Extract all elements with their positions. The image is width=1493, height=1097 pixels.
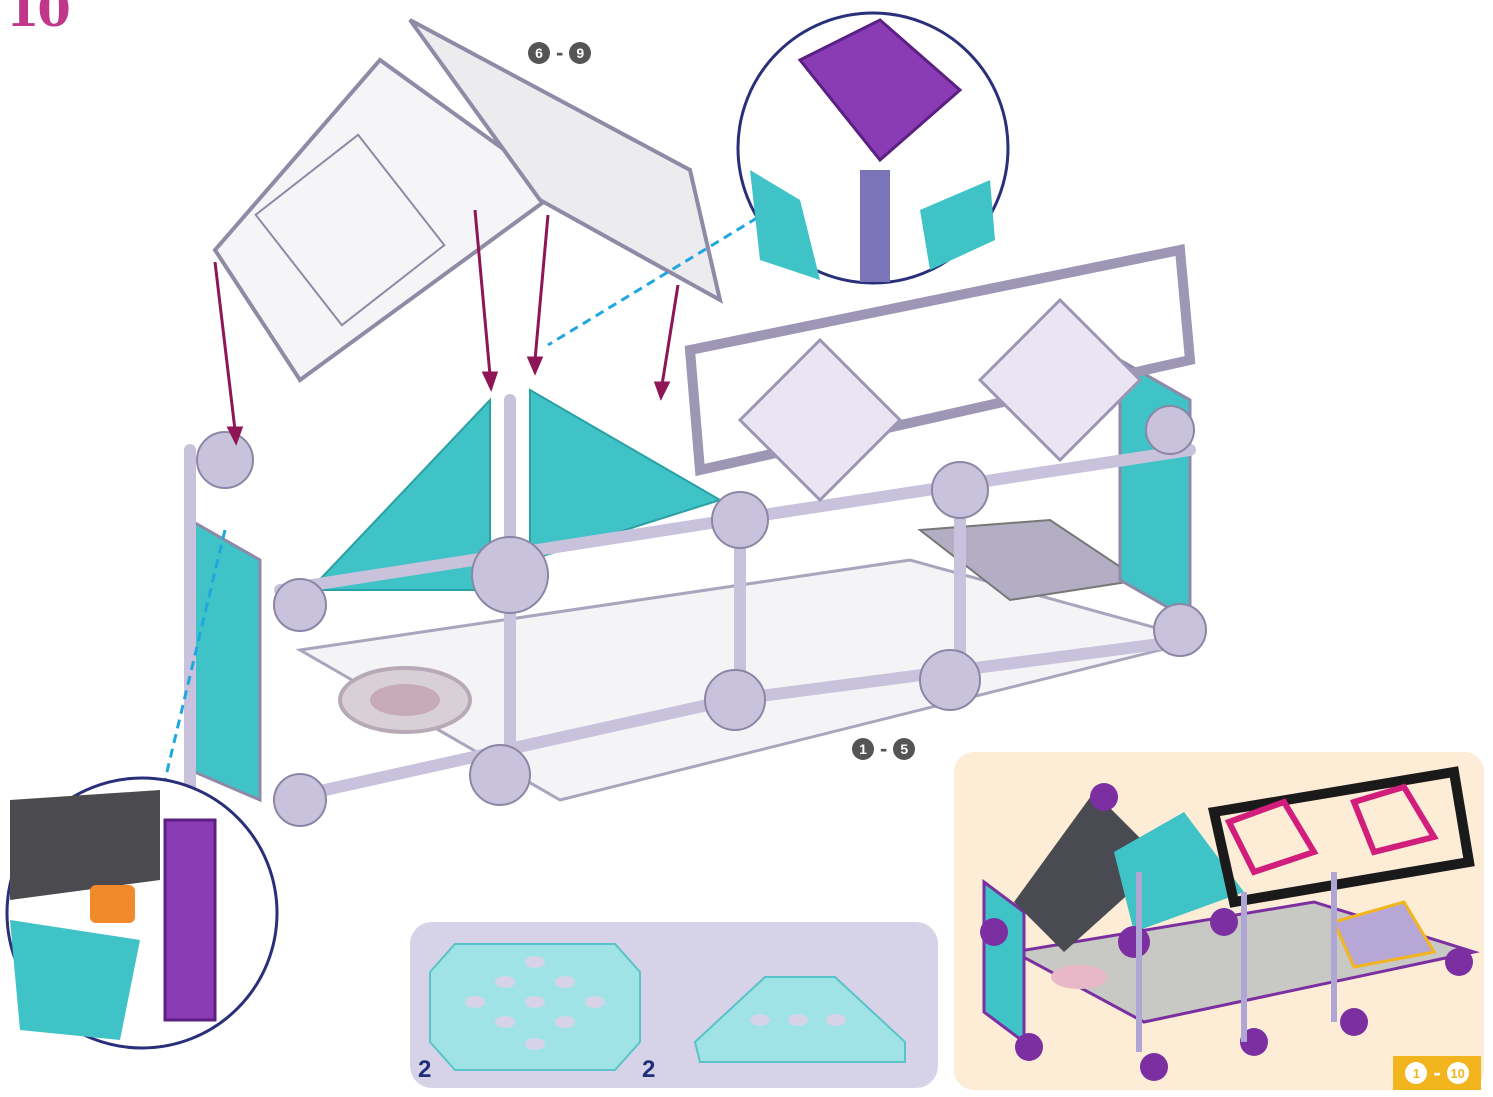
finished-model-illustration [954, 752, 1484, 1090]
magnified-detail-bottom [7, 778, 277, 1048]
finished-target [1051, 965, 1107, 989]
result-range-tag: 1 - 10 [1393, 1056, 1481, 1090]
left-side-panel [190, 520, 260, 800]
finished-truss-pink [1229, 802, 1314, 872]
range-dash: - [1433, 1060, 1440, 1086]
square-panel-qty: 2 [418, 1056, 431, 1084]
range-from-badge: 1 [1405, 1062, 1427, 1084]
range-to-badge: 10 [1447, 1062, 1469, 1084]
finished-truss-pink-2 [1354, 787, 1434, 852]
triangle-panel-holes [750, 1014, 846, 1026]
magnified-detail-top [738, 13, 1008, 283]
parts-illustration [410, 922, 938, 1088]
right-side-panel [1120, 360, 1190, 620]
parts-panel: 2 2 [410, 922, 938, 1088]
target-center [370, 684, 440, 716]
triangle-panel-qty: 2 [642, 1056, 655, 1084]
result-panel [954, 752, 1484, 1090]
